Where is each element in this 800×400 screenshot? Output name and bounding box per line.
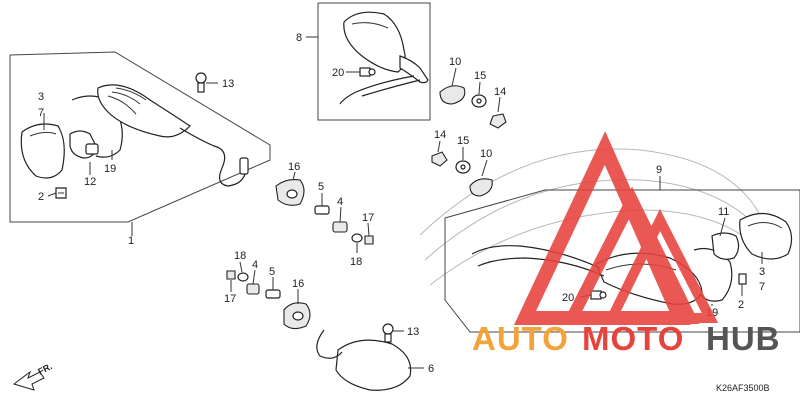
brand-hub: HUB xyxy=(706,320,781,357)
screw-20-right xyxy=(590,290,607,300)
callout-19-left: 19 xyxy=(104,163,116,175)
washer-18-upper xyxy=(351,233,363,243)
brand-moto: MOTO xyxy=(582,320,684,357)
bulb-right xyxy=(711,232,740,260)
callout-18-lower: 18 xyxy=(234,250,246,262)
signal-housing-left xyxy=(97,84,191,138)
callout-4-upper: 4 xyxy=(337,196,343,208)
lens-right xyxy=(739,212,793,260)
watermark-brand: AUTO MOTO HUB xyxy=(472,320,781,357)
callout-15-mid: 15 xyxy=(457,135,469,147)
callout-10-mid: 10 xyxy=(480,148,492,160)
callout-14-top: 14 xyxy=(494,86,506,98)
mirror-wire xyxy=(339,55,429,105)
callout-2-left: 2 xyxy=(38,191,44,203)
callout-2-right: 2 xyxy=(738,299,744,311)
callout-4-lower: 4 xyxy=(252,259,258,271)
screw-20-top xyxy=(359,67,376,77)
callout-20-right: 20 xyxy=(562,292,574,304)
front-direction-arrow: FR. xyxy=(12,361,54,391)
rubber-10-top xyxy=(439,85,466,105)
callout-7-left: 7 xyxy=(38,107,44,119)
callout-9: 9 xyxy=(656,164,662,176)
callout-8: 8 xyxy=(296,32,302,44)
callout-13-top: 13 xyxy=(222,78,234,90)
callout-5-upper: 5 xyxy=(318,181,324,193)
nut-14-top xyxy=(489,113,507,129)
callout-15-top: 15 xyxy=(474,70,486,82)
callout-10-top: 10 xyxy=(449,56,461,68)
callout-6: 6 xyxy=(428,363,434,375)
rubber-10-mid xyxy=(469,178,493,197)
diagram-code: K26AF3500B xyxy=(716,383,770,393)
callout-numbers: 1 2 3 7 12 19 13 8 20 10 15 14 14 15 10 … xyxy=(38,32,765,375)
watermark-logo xyxy=(513,131,719,325)
screw-13-left xyxy=(195,72,207,93)
bulb-5-upper xyxy=(314,205,330,215)
washer-15-mid xyxy=(455,160,471,174)
callout-11: 11 xyxy=(718,206,729,218)
nut-17-lower xyxy=(226,270,236,280)
callout-20-top: 20 xyxy=(332,67,344,79)
callout-14-mid: 14 xyxy=(434,129,446,141)
bulb-5-lower xyxy=(265,289,281,299)
assembly-box-9 xyxy=(444,189,800,333)
screw-13-lower xyxy=(382,323,394,343)
mirror-signal-unit xyxy=(343,11,406,73)
washer-15-top xyxy=(471,94,487,108)
wire-harness-left xyxy=(179,127,249,187)
callout-1: 1 xyxy=(128,235,134,247)
socket-16-upper xyxy=(275,179,305,206)
callout-13-lower: 13 xyxy=(407,326,419,338)
callout-3-left: 3 xyxy=(38,91,44,103)
gasket-left xyxy=(71,95,123,158)
callout-5-lower: 5 xyxy=(269,266,275,278)
callout-18-upper: 18 xyxy=(350,256,362,268)
socket-4-upper xyxy=(332,221,348,233)
lens-left xyxy=(20,123,65,179)
signal-unit-6 xyxy=(316,329,412,391)
brand-auto: AUTO xyxy=(472,320,569,357)
callout-3-right: 3 xyxy=(759,266,765,278)
socket-4-lower xyxy=(246,283,260,295)
assembly-box-1 xyxy=(9,51,271,223)
screw-2-right xyxy=(738,273,747,285)
callout-17-upper: 17 xyxy=(362,212,374,224)
leader-lines xyxy=(43,36,763,369)
nut-14-mid xyxy=(431,151,448,167)
callout-16-upper: 16 xyxy=(288,161,300,173)
assembly-box-8 xyxy=(317,2,431,121)
wire-harness-right xyxy=(471,245,605,277)
socket-16-lower xyxy=(283,302,311,330)
callout-17-lower: 17 xyxy=(224,293,236,305)
callout-12: 12 xyxy=(84,176,96,188)
bulb-left xyxy=(69,130,99,159)
screw-2-left xyxy=(55,187,67,199)
callout-16-lower: 16 xyxy=(292,278,304,290)
washer-18-lower xyxy=(237,272,249,282)
callout-7-right: 7 xyxy=(759,281,765,293)
front-direction-label: FR. xyxy=(36,361,53,377)
nut-17-upper xyxy=(364,235,374,245)
